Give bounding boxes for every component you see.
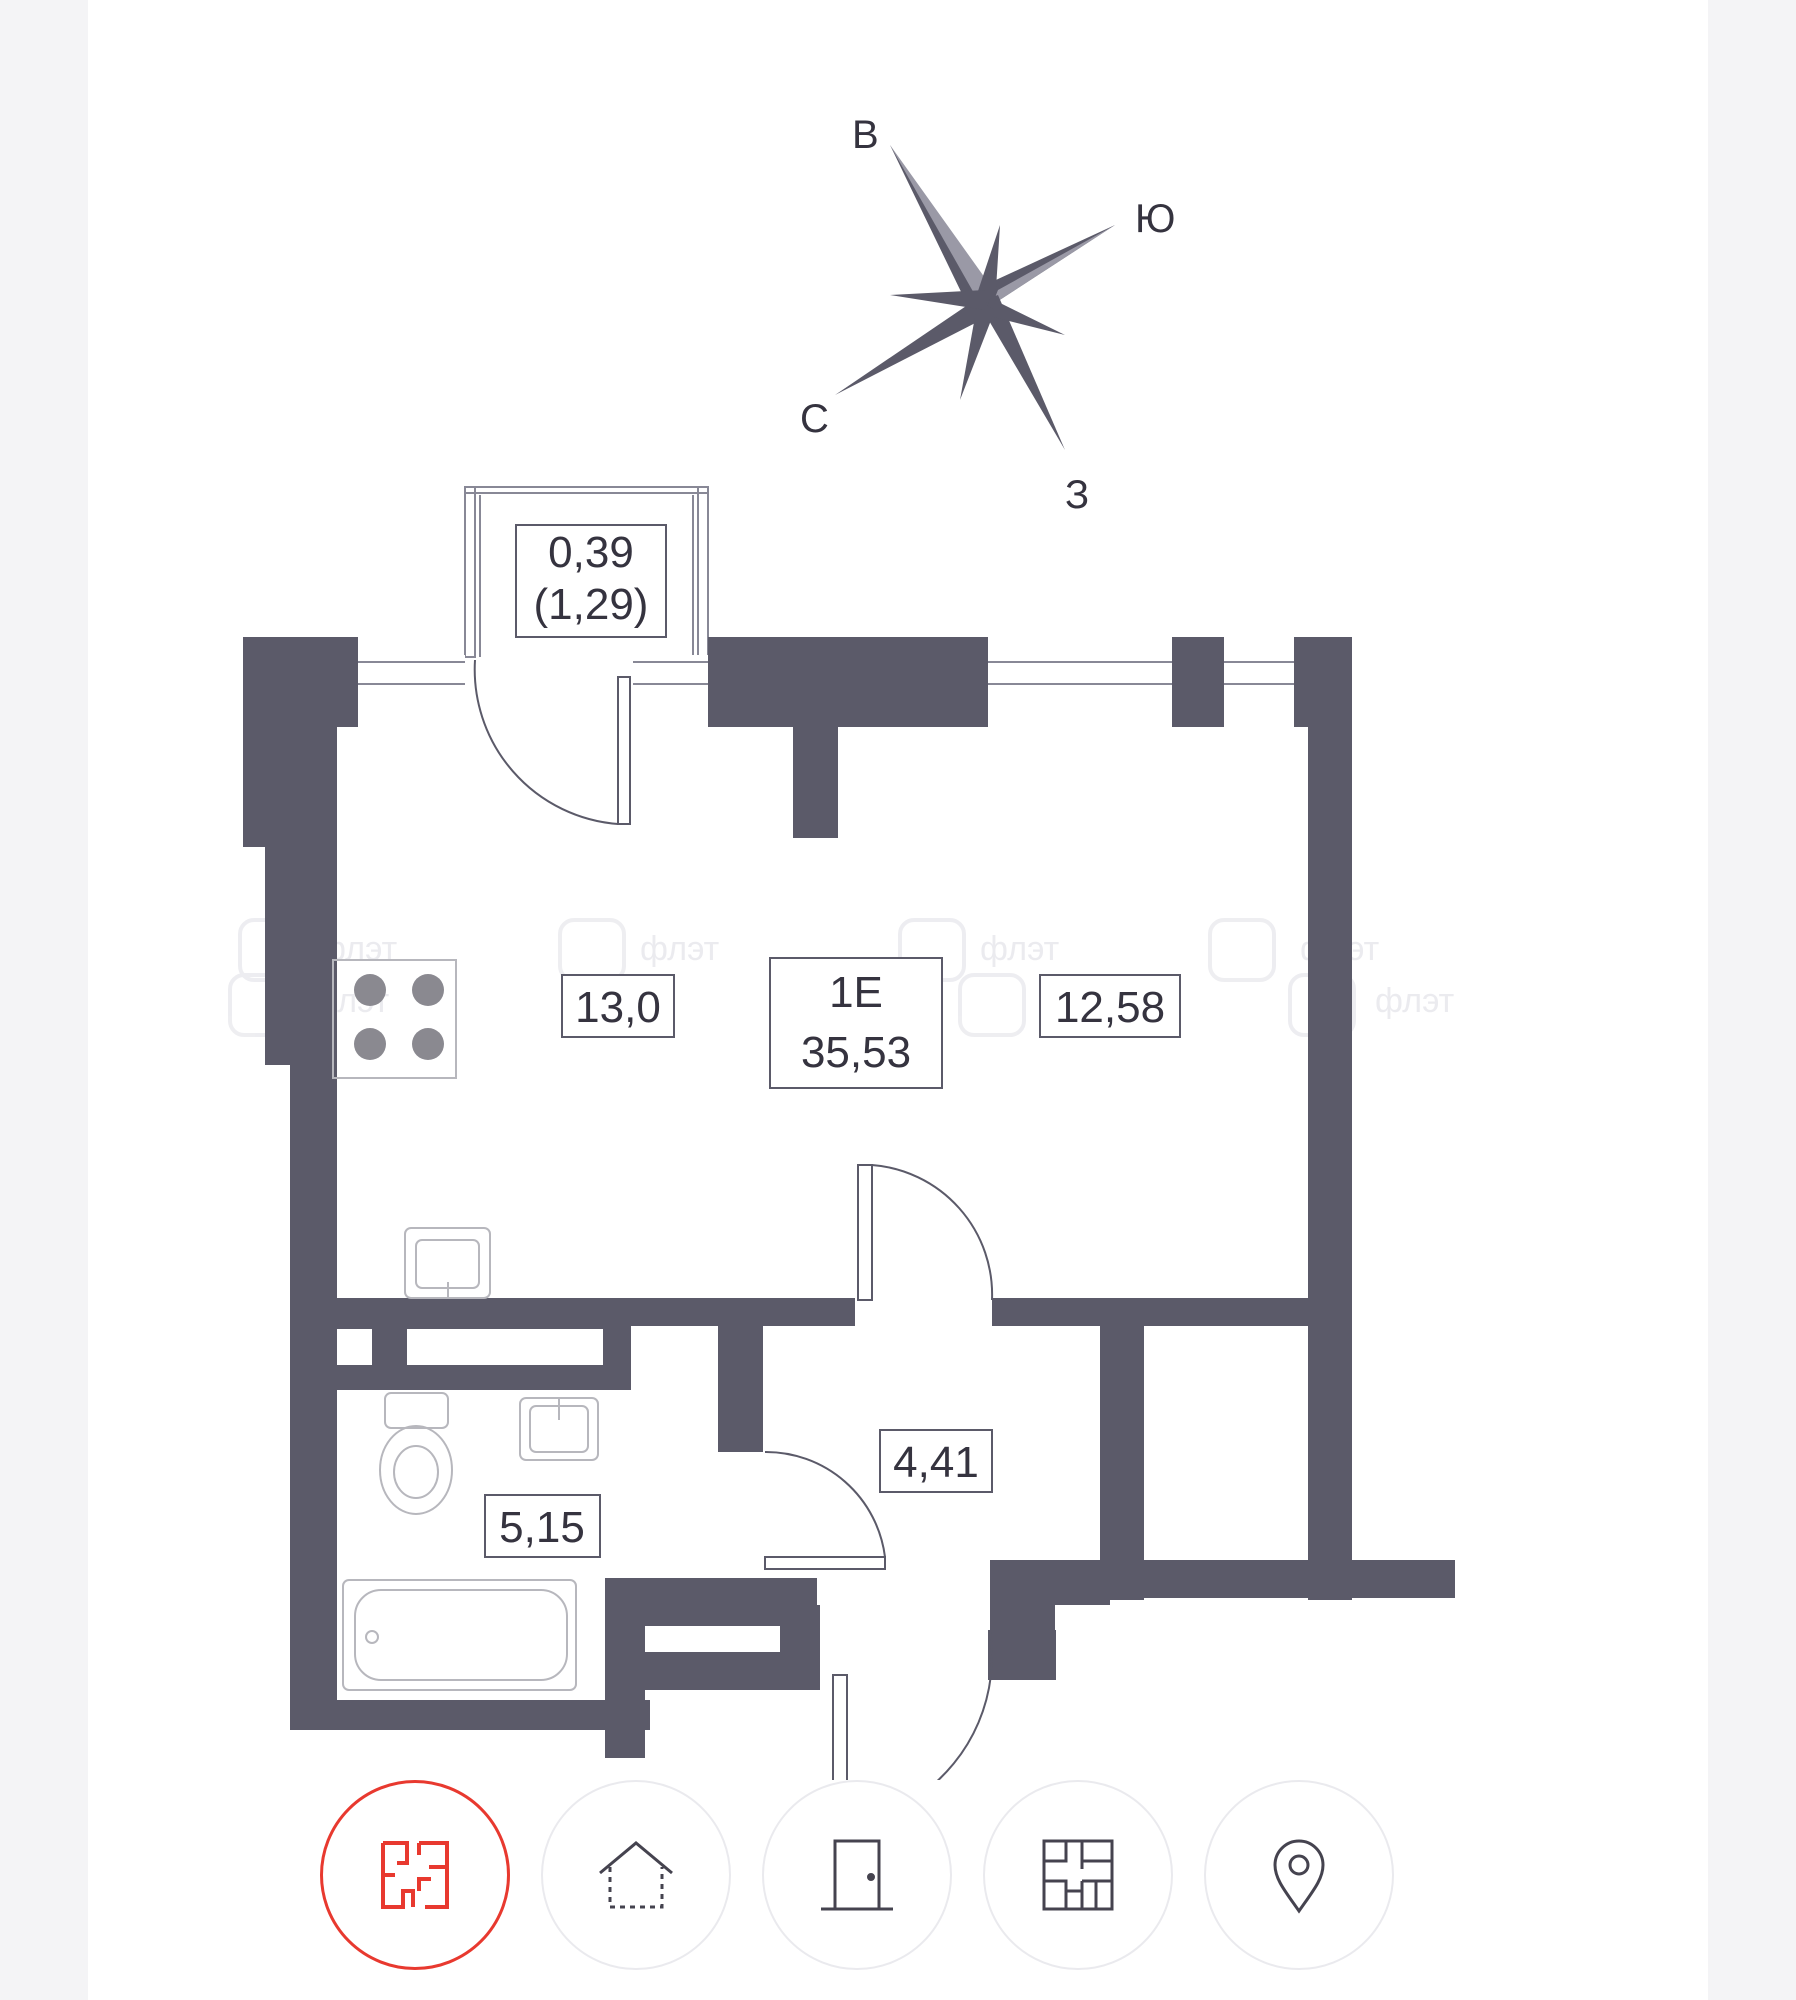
svg-text:флэт: флэт [1375,982,1454,1020]
apartment-type-label: 1Е [829,968,883,1017]
kitchen-area: 13,0 [575,983,661,1032]
compass-ray-minor-1 [975,225,1000,305]
door-view-button[interactable] [762,1780,952,1970]
compass-rose: В Ю С З [800,113,1175,517]
apartment-floor-plan: В Ю С З флэт флэт флэт флэт флэт флэт фл… [228,113,1455,1780]
apartment-total-area: 35,53 [801,1028,911,1077]
compass-label-south: Ю [1135,197,1175,241]
location-button[interactable] [1204,1780,1394,1970]
compass-label-north: С [800,397,829,441]
balcony-area-full: (1,29) [534,580,649,629]
svg-text:флэт: флэт [980,930,1059,968]
windows [358,655,1306,1560]
floor-plan-button[interactable] [320,1780,510,1970]
area-labels: 0,39 (1,29) 13,0 1Е 35,53 12,58 4,41 5,1… [484,524,1181,1558]
compass-ray-minor-4 [890,290,985,310]
balcony [464,486,709,658]
compass-ray-east-light [890,145,990,295]
compass-label-east: В [852,113,879,157]
hall-area: 4,41 [893,1438,979,1487]
compass-ray-north [835,300,985,395]
location-pin-icon [1273,1839,1325,1914]
compass-ray-south-light [992,225,1115,305]
building-floor-icon [1042,1839,1114,1911]
compass-ray-minor-2 [985,298,1065,335]
doors [473,659,994,1780]
floor-plan-icon [381,1841,449,1909]
compass-ray-west [978,295,1065,450]
toilet [384,1392,449,1429]
stove [332,959,457,1079]
floor-plan-viewer: В Ю С З флэт флэт флэт флэт флэт флэт фл… [88,0,1708,2000]
door-icon [821,1839,893,1911]
house-icon [599,1841,673,1909]
house-view-button[interactable] [541,1780,731,1970]
floor-layout-button[interactable] [983,1780,1173,1970]
bathtub [342,1579,577,1691]
compass-ray-minor-3 [960,300,995,400]
compass-label-west: З [1065,473,1089,517]
svg-text:флэт: флэт [640,930,719,968]
walls [243,637,1455,1758]
fixtures [332,959,599,1691]
balcony-area: 0,39 [548,528,634,577]
bathroom-area: 5,15 [499,1503,585,1552]
living-room-area: 12,58 [1055,983,1165,1032]
